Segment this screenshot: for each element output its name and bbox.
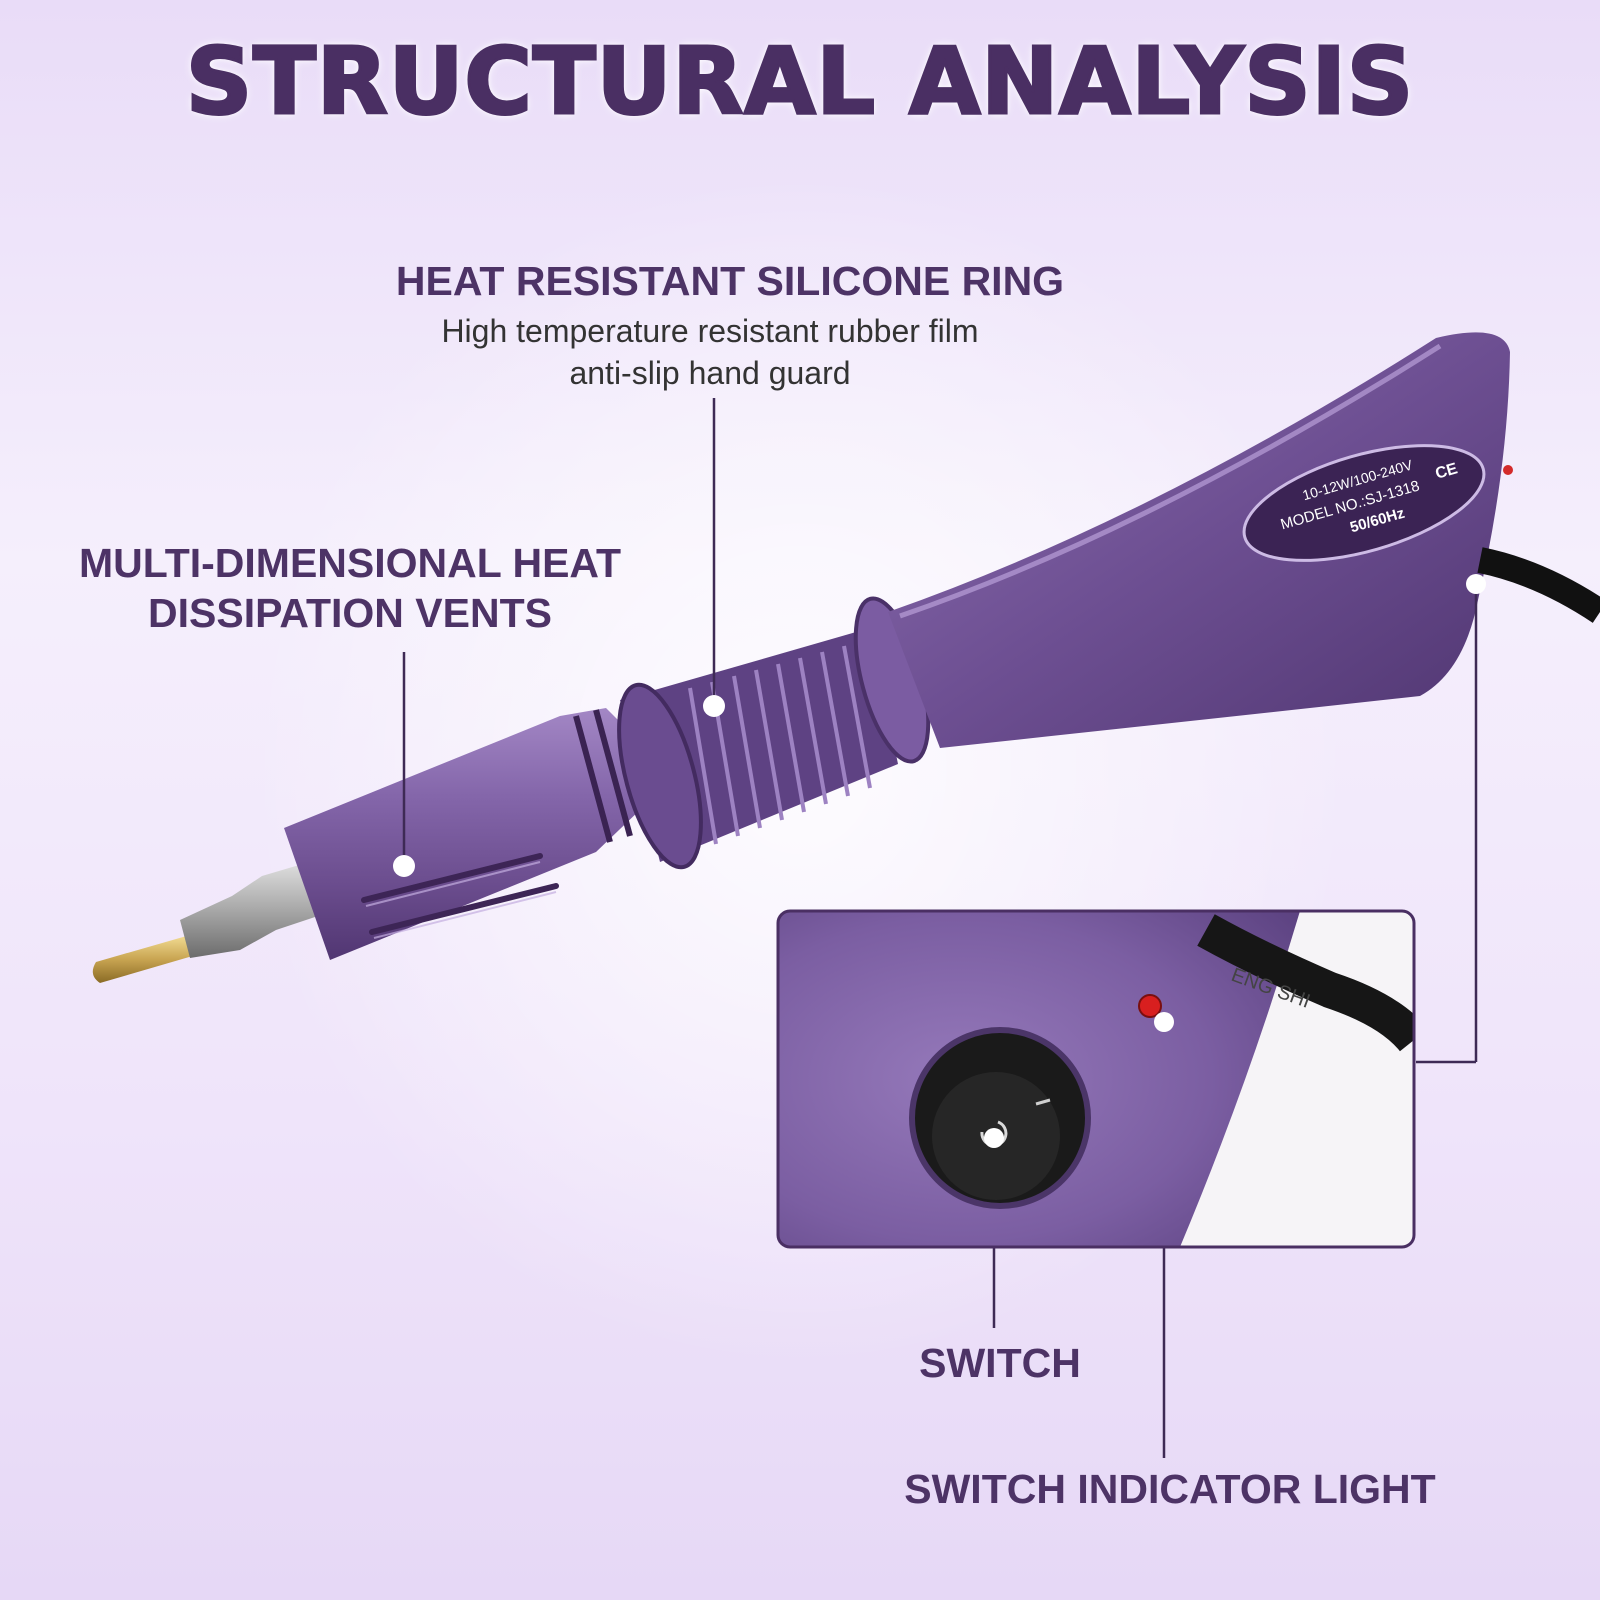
page-title: STRUCTURAL ANALYSIS — [184, 27, 1415, 137]
indicator-dot — [1154, 1012, 1174, 1032]
cable-dot — [1466, 574, 1486, 594]
front-ring — [617, 682, 703, 870]
heat-ring-title: HEAT RESISTANT SILICONE RING — [395, 258, 1065, 304]
ce-mark: CE — [1433, 460, 1459, 483]
switch-closeup-inset: ENG SHI — [776, 909, 1416, 1249]
heat-ring-subtitle: High temperature resistant rubber film a… — [380, 310, 1040, 394]
heat-vents — [361, 853, 559, 935]
vents-title: MULTI-DIMENSIONAL HEAT DISSIPATION VENTS — [20, 538, 680, 638]
spec-label-plate: 10-12W/100-240V MODEL NO.:SJ-1318 CE 50/… — [1242, 444, 1486, 562]
vents-dot — [393, 855, 415, 877]
power-cable — [1477, 547, 1600, 623]
switch-dot — [984, 1128, 1004, 1148]
vents-title-line-2: DISSIPATION VENTS — [148, 590, 552, 636]
nozzle-rings — [573, 709, 633, 843]
heat-ring-dot — [703, 695, 725, 717]
hotfix-applicator-tool: 10-12W/100-240V MODEL NO.:SJ-1318 CE 50/… — [92, 332, 1600, 983]
switch-title: SWITCH — [919, 1340, 1081, 1386]
brass-tip — [92, 935, 196, 983]
handle-body — [888, 332, 1510, 748]
vents-title-line-1: MULTI-DIMENSIONAL HEAT — [78, 540, 622, 586]
tool-indicator-light — [1503, 465, 1513, 475]
metal-collar — [180, 860, 330, 958]
indicator-title: SWITCH INDICATOR LIGHT — [904, 1466, 1436, 1512]
indicator-light — [1138, 994, 1162, 1018]
leader-dots — [393, 574, 1486, 877]
heat-ring-subtitle-line-1: High temperature resistant rubber film — [441, 313, 979, 349]
heat-ring-subtitle-line-2: anti-slip hand guard — [569, 355, 851, 391]
nozzle-body — [284, 708, 642, 960]
